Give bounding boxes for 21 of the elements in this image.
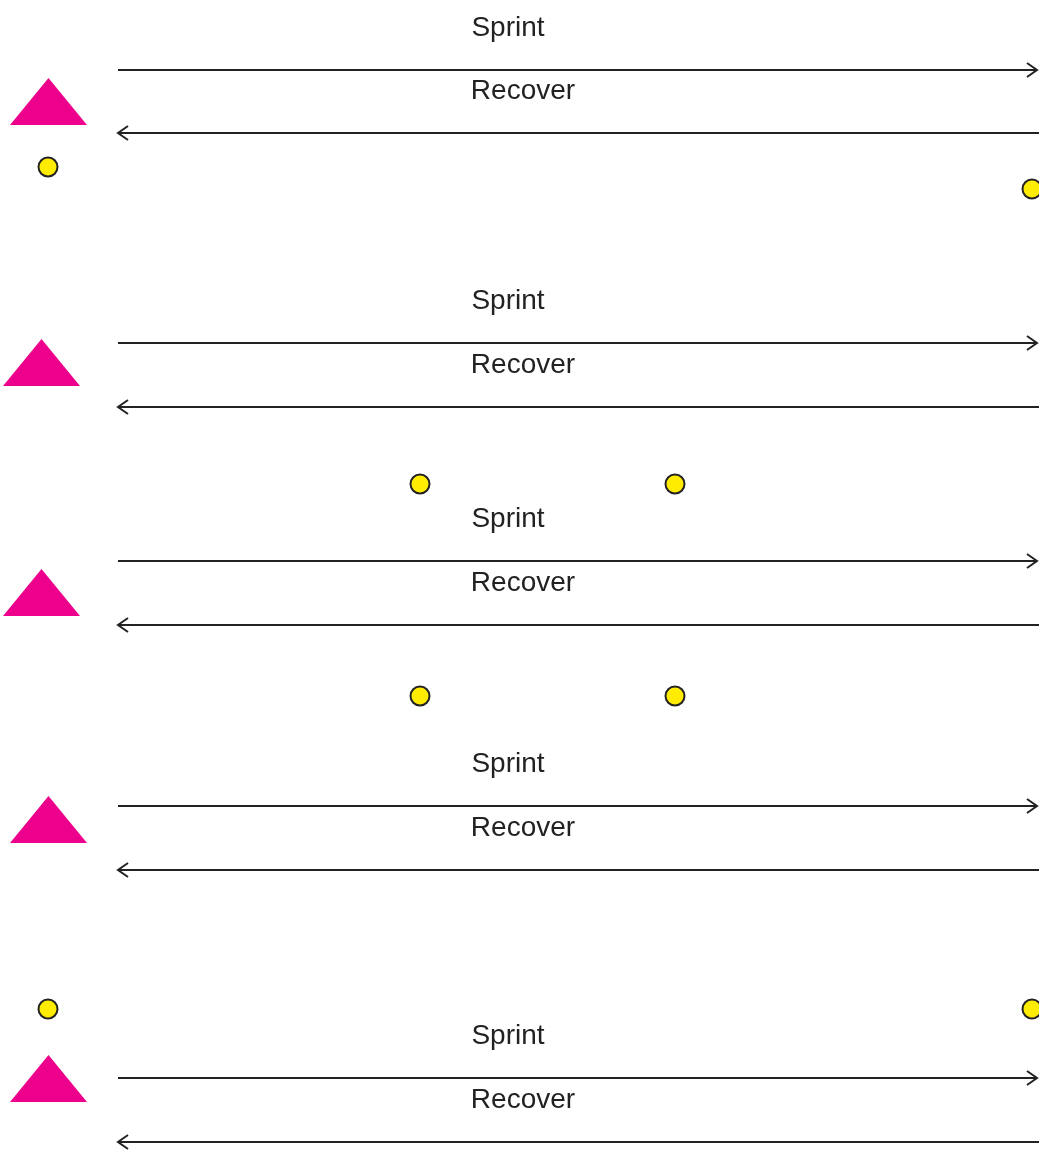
direction-label: Sprint bbox=[471, 10, 545, 44]
cone-dot bbox=[409, 473, 431, 495]
cone-marker bbox=[10, 796, 87, 843]
direction-label: Recover bbox=[470, 73, 576, 107]
cone-marker bbox=[3, 339, 80, 386]
direction-label: Sprint bbox=[471, 1018, 545, 1052]
cone-dot bbox=[664, 473, 686, 495]
direction-label: Sprint bbox=[471, 283, 545, 317]
cone-marker bbox=[10, 78, 87, 125]
cone-marker bbox=[3, 569, 80, 616]
cone-dot bbox=[37, 998, 59, 1020]
direction-label: Recover bbox=[470, 810, 576, 844]
direction-label: Recover bbox=[470, 347, 576, 381]
direction-label: Recover bbox=[470, 1082, 576, 1116]
cone-dot bbox=[409, 685, 431, 707]
cone-marker bbox=[10, 1055, 87, 1102]
cone-dot bbox=[37, 156, 59, 178]
direction-label: Sprint bbox=[471, 746, 545, 780]
direction-label: Sprint bbox=[471, 501, 545, 535]
direction-label: Recover bbox=[470, 565, 576, 599]
cone-dot bbox=[664, 685, 686, 707]
